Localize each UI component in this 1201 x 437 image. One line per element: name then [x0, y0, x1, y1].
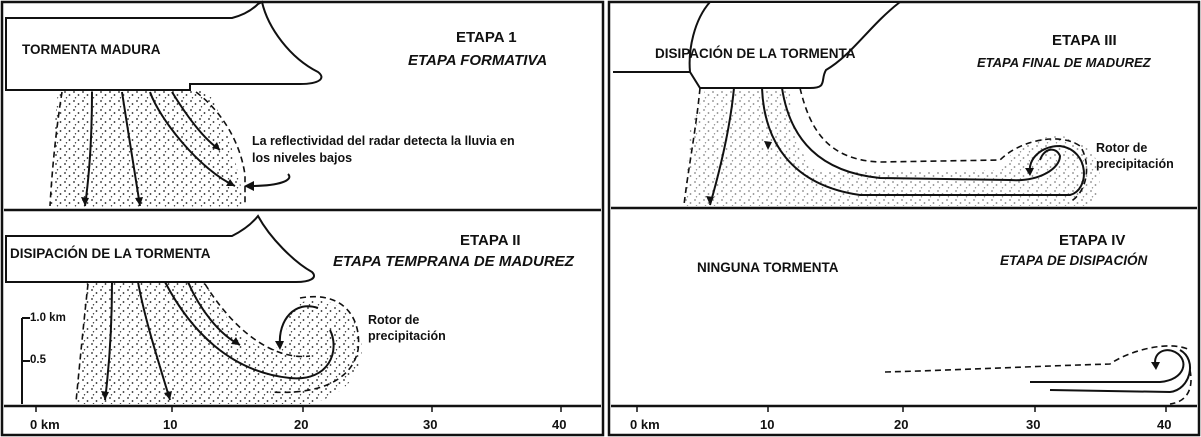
stage2-arrowheads	[101, 337, 284, 400]
stage1-radar-note: La reflectividad del radar detecta la ll…	[252, 134, 515, 165]
stage2-cloud	[5, 214, 315, 283]
panel-frame-left	[0, 0, 605, 437]
stage1-rain-area	[50, 90, 245, 208]
axis-right-tick-20: 20	[894, 417, 909, 432]
stage1-stage-label: ETAPA 1	[456, 29, 517, 46]
axis-ticks-left	[35, 406, 562, 412]
stage1-storm-label: TORMENTA MADURA	[22, 42, 161, 57]
stage4-stage-label: ETAPA IV	[1059, 232, 1126, 249]
stage1-arrowheads	[81, 142, 235, 206]
stage3-rotor-label-line2: precipitación	[1096, 157, 1174, 171]
axis-left-tick-10: 10	[163, 417, 178, 432]
stage2-streamlines	[104, 281, 335, 401]
panel-frame-right	[607, 0, 1201, 437]
stage3-stage-label: ETAPA III	[1052, 32, 1117, 49]
stage1-cloud	[5, 0, 323, 91]
stage3-cloud	[613, 1, 903, 89]
stage2-rotor-label-line2: precipitación	[368, 329, 446, 343]
stage2-rain-area	[76, 282, 362, 404]
stage3-stage-name: ETAPA FINAL DE MADUREZ	[977, 55, 1151, 70]
stage3-rotor-label-line1: Rotor de	[1096, 141, 1148, 155]
stage2-scale-mid-label: 0.5	[30, 354, 46, 366]
stage2-height-scale	[21, 317, 30, 404]
stage4-arrowhead	[1151, 362, 1160, 370]
axis-ticks-right	[636, 406, 1167, 412]
axis-right-tick-40: 40	[1157, 417, 1172, 432]
stage1-note-pointer-head	[244, 181, 254, 191]
stage4-dashed-outline	[884, 345, 1192, 405]
axis-right-tick-30: 30	[1026, 417, 1041, 432]
stage4-storm-label: NINGUNA TORMENTA	[697, 260, 839, 275]
axis-right-tick-10: 10	[760, 417, 775, 432]
stage2-stage-label: ETAPA II	[460, 232, 521, 249]
stage2-rotor-label-line1: Rotor de	[368, 313, 420, 327]
stage2-stage-name: ETAPA TEMPRANA DE MADUREZ	[333, 253, 574, 270]
axis-left-tick-30: 30	[423, 417, 438, 432]
stage2-scale-top-label: 1.0 km	[30, 312, 66, 324]
stage3-storm-label: DISIPACIÓN DE LA TORMENTA	[655, 46, 856, 61]
axis-left-tick-40: 40	[552, 417, 567, 432]
stage2-dashed-outline	[75, 283, 360, 403]
axis-left-tick-0: 0 km	[30, 417, 60, 432]
stage3-streamlines	[709, 87, 1085, 206]
stage2-storm-label: DISIPACIÓN DE LA TORMENTA	[10, 246, 211, 261]
stage4-stage-name: ETAPA DE DISIPACIÓN	[1000, 253, 1148, 268]
stage1-note-pointer	[249, 173, 291, 187]
stage3-rain-area	[684, 90, 1100, 206]
stage3-arrowheads	[706, 141, 1034, 205]
stage4-streamlines	[1030, 349, 1191, 394]
axis-left-tick-20: 20	[294, 417, 309, 432]
stage1-dashed-outline	[49, 91, 246, 207]
stage3-dashed-outline	[683, 87, 1088, 206]
stage1-stage-name: ETAPA FORMATIVA	[408, 52, 548, 69]
axis-right-tick-0: 0 km	[630, 417, 660, 432]
